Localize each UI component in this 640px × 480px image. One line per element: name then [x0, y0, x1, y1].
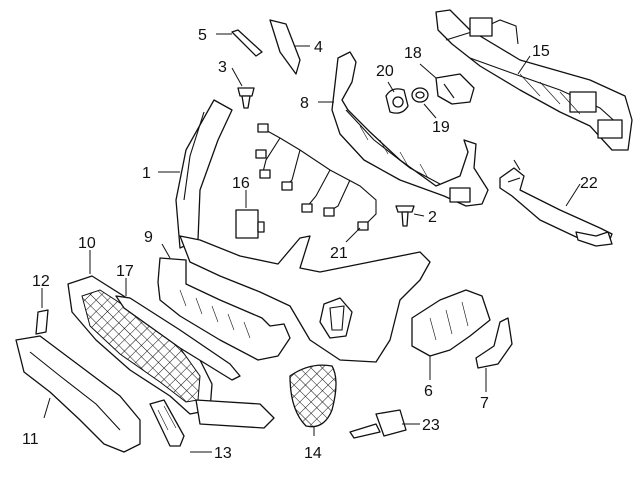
callout-12: 12	[32, 273, 50, 290]
callout-4: 4	[314, 39, 323, 56]
part-parking-sensor	[435, 73, 475, 105]
part-impact-beam	[435, 9, 633, 151]
part-lower-spoiler	[15, 335, 141, 453]
callout-22: 22	[580, 175, 598, 192]
part-push-clip	[395, 205, 415, 227]
part-lower-brace	[499, 159, 613, 247]
part-sensor-holder	[385, 88, 409, 114]
callout-15: 15	[532, 43, 550, 60]
part-bumper-cover-upper	[175, 99, 233, 249]
callout-2: 2	[428, 209, 437, 226]
callout-7: 7	[480, 395, 489, 412]
callout-8: 8	[300, 95, 309, 112]
part-bumper-cover-lower	[179, 235, 431, 363]
callout-17: 17	[116, 263, 134, 280]
part-side-bracket-left	[411, 289, 491, 357]
callout-6: 6	[424, 383, 433, 400]
part-molding-lower	[115, 295, 241, 381]
callout-16: 16	[232, 175, 250, 192]
part-insert	[149, 399, 185, 447]
part-trim-strip	[269, 19, 301, 75]
callout-3: 3	[218, 59, 227, 76]
part-molding-strip	[231, 29, 263, 57]
callout-14: 14	[304, 445, 322, 462]
part-control-module	[235, 209, 265, 239]
callout-21: 21	[330, 245, 348, 262]
part-sensor-plug	[349, 409, 407, 439]
part-bracket-carrier	[331, 51, 489, 207]
part-wiring-harness	[255, 123, 377, 231]
callout-labels: 1 3 4 5 6 7 8 9 10 11 12 13 14 15 16 17 …	[22, 27, 598, 462]
callout-5: 5	[198, 27, 207, 44]
leader-lines	[41, 33, 581, 453]
callout-1: 1	[142, 165, 151, 182]
callout-20: 20	[376, 63, 394, 80]
callout-10: 10	[78, 235, 96, 252]
part-side-bracket-right	[475, 317, 513, 369]
part-sensor-ring	[411, 87, 429, 103]
callout-13: 13	[214, 445, 232, 462]
part-screw	[237, 87, 255, 109]
callout-19: 19	[432, 119, 450, 136]
callout-18: 18	[404, 45, 422, 62]
callout-11: 11	[22, 431, 39, 448]
part-grille-insert	[289, 364, 337, 428]
callout-9: 9	[144, 229, 153, 246]
part-energy-absorber	[157, 257, 291, 361]
callout-23: 23	[422, 417, 440, 434]
part-cover-cap	[35, 309, 49, 335]
part-grille	[67, 275, 275, 429]
